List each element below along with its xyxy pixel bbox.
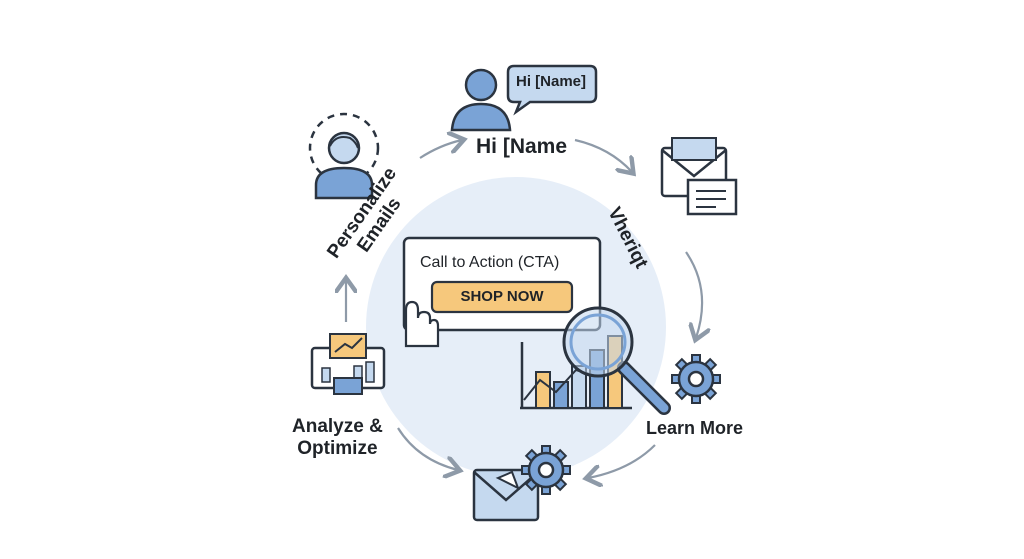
shop-now-button[interactable]: SHOP NOW [460,288,544,305]
person-icon [450,68,512,132]
arrow-analyze-to-mail [397,427,458,470]
profile-icon [308,112,380,200]
hand-pointer-icon [404,300,440,348]
top-step-label: Hi [Name [476,135,568,158]
envelopes-icon [660,137,738,216]
speech-bubble-text: Hi [Name] [516,73,587,90]
cta-window [402,236,602,332]
magnifier-icon [562,306,671,415]
arrow-top-to-right [574,138,632,172]
speech-bubble-icon [506,64,598,116]
arrow-learnmore-to-mail [588,444,656,478]
cta-title: Call to Action (CTA) [420,254,560,271]
cycle-arrows [346,140,702,478]
analytics-window-icon [310,333,386,395]
arrow-right-to-gear [685,251,702,338]
mail-gear-icon [472,445,571,522]
gear-icon [671,354,721,404]
arrow-left-to-top [419,140,462,159]
learn-more-label: Learn More [646,418,744,438]
analyze-optimize-label: Analyze & Optimize [292,416,383,459]
